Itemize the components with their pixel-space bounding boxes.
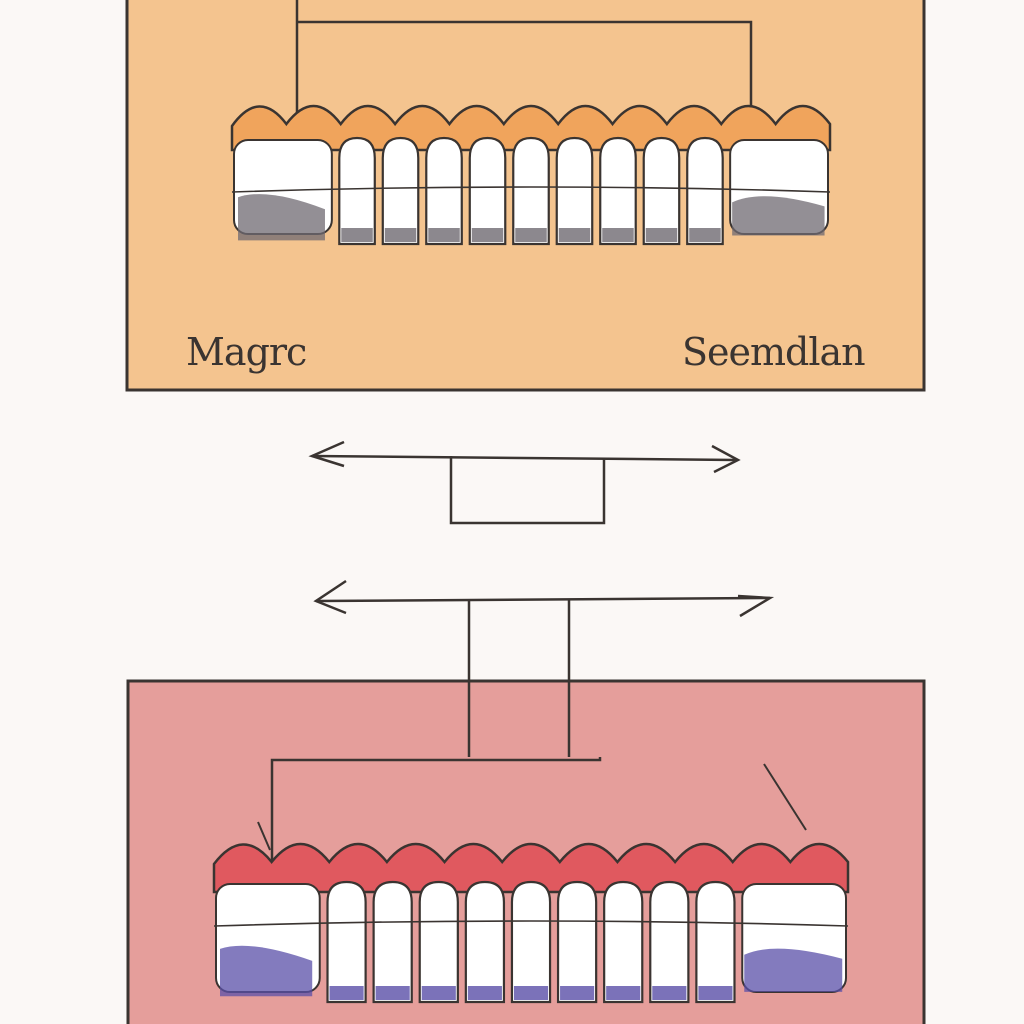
- middle-arrow-top: [308, 440, 741, 525]
- right-label: Seemdlan: [682, 330, 866, 374]
- upper-dental-arch: [230, 104, 832, 246]
- top-connector-box: [297, 20, 753, 118]
- bottom-connectors: [257, 681, 807, 875]
- left-label: Magrc: [186, 330, 307, 374]
- lower-dental-arch: [212, 842, 850, 1004]
- middle-arrow-bottom: [313, 579, 775, 684]
